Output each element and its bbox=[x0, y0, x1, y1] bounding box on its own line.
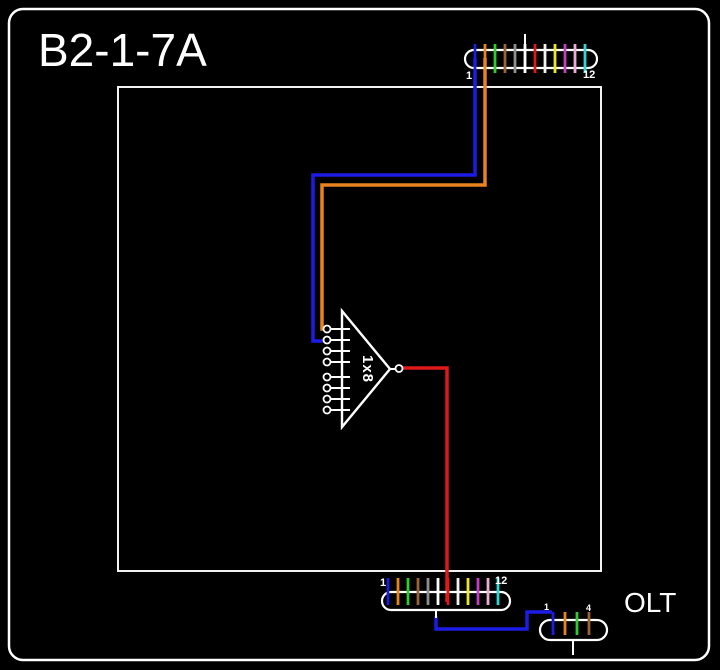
wire-red-output bbox=[401, 366, 449, 602]
splitter-port-circle bbox=[322, 357, 332, 367]
olt-connector: 1 4 bbox=[538, 602, 609, 655]
splitter-port-circle bbox=[322, 383, 332, 393]
splitter-port-circle bbox=[322, 394, 332, 404]
fiber-ticks bbox=[551, 612, 591, 635]
splitter-port-circle bbox=[322, 346, 332, 356]
connector-label-start: 1 bbox=[544, 602, 549, 612]
splitter-port-circle bbox=[322, 405, 332, 415]
splitter-port-circle bbox=[322, 372, 332, 382]
wire-blue-feed bbox=[311, 58, 477, 343]
splitter-port-stubs bbox=[330, 328, 350, 411]
connector-label-end: 12 bbox=[583, 69, 595, 81]
splitter-port-circles bbox=[322, 324, 332, 415]
page-title: B2-1-7A bbox=[38, 24, 207, 76]
top-connector: 1 12 bbox=[463, 34, 599, 82]
connector-label-end: 4 bbox=[586, 603, 591, 613]
connector-pill bbox=[380, 590, 512, 612]
splitter-label: 1x8 bbox=[359, 355, 376, 383]
outer-border bbox=[7, 7, 711, 662]
connector-label-start: 1 bbox=[466, 70, 472, 82]
connector-label-end: 12 bbox=[495, 575, 507, 587]
wire-blue-jumper bbox=[434, 610, 552, 631]
enclosure-box bbox=[117, 86, 602, 572]
splitter-triangle bbox=[340, 307, 392, 431]
olt-label: OLT bbox=[624, 587, 676, 618]
connector-pill bbox=[538, 618, 609, 642]
bottom-connector: 1 12 bbox=[380, 575, 512, 618]
fiber-ticks bbox=[473, 44, 587, 73]
splitter-port-circle bbox=[322, 335, 332, 345]
wire-orange-feed bbox=[320, 58, 487, 331]
connector-label-start: 1 bbox=[380, 577, 386, 589]
splitter-1x8: 1x8 bbox=[322, 307, 404, 431]
fiber-ticks bbox=[386, 578, 500, 605]
splitter-output-circle bbox=[394, 364, 404, 373]
connector-pill bbox=[463, 48, 599, 70]
splitter-port-circle bbox=[322, 324, 332, 334]
